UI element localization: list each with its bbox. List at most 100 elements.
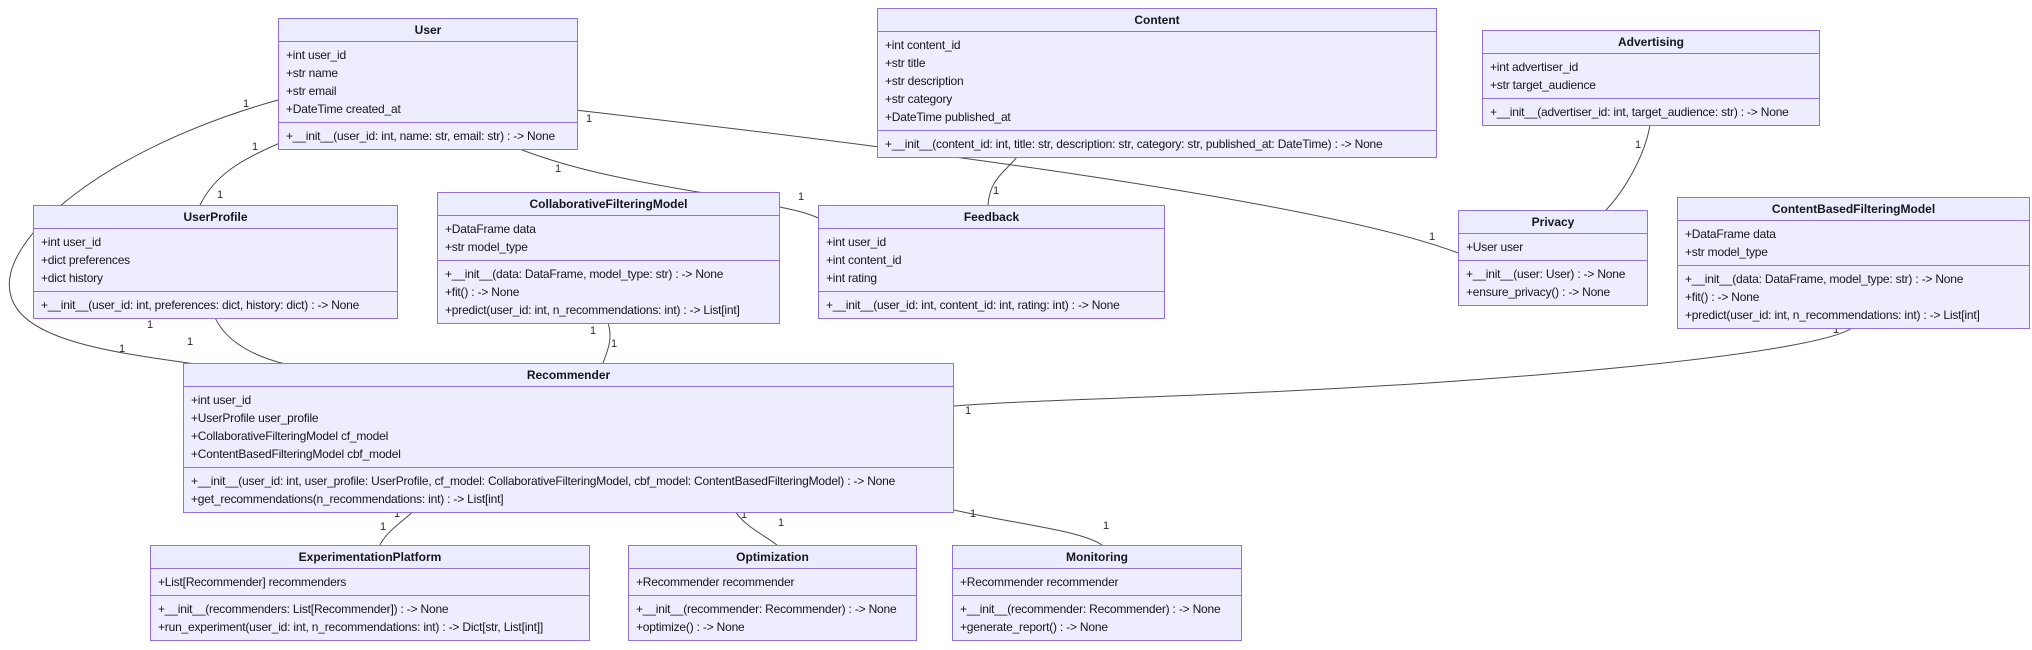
methods-section: +__init__(advertiser_id: int, target_aud… (1483, 99, 1819, 125)
method-row: +ensure_privacy() : -> None (1466, 285, 1611, 299)
attribute-row: +UserProfile user_profile (191, 411, 319, 425)
class-user[interactable]: User+int user_id+str name+str email+Date… (278, 18, 578, 150)
multiplicity-label: 1 (1103, 520, 1109, 532)
class-title: Advertising (1483, 31, 1819, 54)
method-row: +run_experiment(user_id: int, n_recommen… (158, 620, 544, 634)
edge-user-recommender (8, 99, 279, 365)
class-title: UserProfile (34, 206, 397, 229)
class-title: Monitoring (953, 546, 1241, 569)
method-row: +fit() : -> None (1685, 290, 1760, 304)
multiplicity-label: 1 (590, 325, 596, 337)
method-row: +__init__(recommender: Recommender) : ->… (960, 602, 1221, 616)
methods-section: +__init__(user_id: int, content_id: int,… (819, 292, 1164, 318)
class-optimization[interactable]: Optimization+Recommender recommender+__i… (628, 545, 917, 641)
class-experimentationplatform[interactable]: ExperimentationPlatform+List[Recommender… (150, 545, 590, 641)
attributes-section: +DataFrame data+str model_type (438, 216, 779, 261)
multiplicity-label: 1 (611, 338, 617, 350)
attributes-section: +int user_id+dict preferences+dict histo… (34, 229, 397, 292)
multiplicity-label: 1 (798, 191, 804, 203)
class-collaborativefilteringmodel[interactable]: CollaborativeFilteringModel+DataFrame da… (437, 192, 780, 324)
class-contentbasedfilteringmodel[interactable]: ContentBasedFilteringModel+DataFrame dat… (1677, 197, 2030, 329)
multiplicity-label: 1 (1429, 231, 1435, 243)
attribute-row: +str model_type (445, 240, 528, 254)
edge-collaborativefiltering-recommender (602, 322, 611, 364)
method-row: +__init__(data: DataFrame, model_type: s… (445, 267, 724, 281)
methods-section: +__init__(recommender: Recommender) : ->… (953, 596, 1241, 640)
attributes-section: +int content_id+str title+str descriptio… (878, 32, 1436, 131)
attributes-section: +Recommender recommender (629, 569, 916, 596)
attribute-row: +str target_audience (1490, 78, 1596, 92)
multiplicity-label: 1 (778, 517, 784, 529)
methods-section: +__init__(recommenders: List[Recommender… (151, 596, 589, 640)
methods-section: +__init__(user_id: int, preferences: dic… (34, 292, 397, 318)
attribute-row: +DateTime published_at (885, 110, 1011, 124)
edge-recommender-monitoring (953, 509, 1103, 546)
attributes-section: +int user_id+int content_id+int rating (819, 229, 1164, 292)
class-title: Content (878, 9, 1436, 32)
multiplicity-label: 1 (993, 185, 999, 197)
class-userprofile[interactable]: UserProfile+int user_id+dict preferences… (33, 205, 398, 319)
methods-section: +__init__(data: DataFrame, model_type: s… (438, 261, 779, 323)
attribute-row: +str email (286, 84, 337, 98)
class-title: CollaborativeFilteringModel (438, 193, 779, 216)
attribute-row: +DataFrame data (1685, 227, 1776, 241)
method-row: +__init__(content_id: int, title: str, d… (885, 137, 1383, 151)
class-title: ExperimentationPlatform (151, 546, 589, 569)
edge-advertising-privacy (1605, 124, 1651, 211)
method-row: +get_recommendations(n_recommendations: … (191, 492, 504, 506)
attributes-section: +DataFrame data +str model_type (1678, 221, 2029, 266)
class-feedback[interactable]: Feedback+int user_id+int content_id+int … (818, 205, 1165, 319)
attributes-section: +List[Recommender] recommenders (151, 569, 589, 596)
class-advertising[interactable]: Advertising +int advertiser_id +str target… (1482, 30, 1820, 126)
multiplicity-label: 1 (970, 508, 976, 520)
attribute-row: +int content_id (885, 38, 961, 52)
attribute-row: +int content_id (826, 253, 902, 267)
method-row: +__init__(user_id: int, name: str, email… (286, 129, 555, 143)
method-row: +__init__(user_id: int, user_profile: Us… (191, 474, 896, 488)
multiplicity-label: 1 (217, 189, 223, 201)
multiplicity-label: 1 (243, 98, 249, 110)
methods-section: +__init__(user_id: int, name: str, email… (279, 123, 577, 149)
attribute-row: +ContentBasedFilteringModel cbf_model (191, 447, 401, 461)
edge-user-userprofile (199, 142, 281, 206)
methods-section: +__init__(recommender: Recommender) : ->… (629, 596, 916, 640)
method-row: +predict(user_id: int, n_recommendations… (445, 303, 740, 317)
attributes-section: +int user_id+str name+str email+DateTime… (279, 42, 577, 123)
class-monitoring[interactable]: Monitoring +Recommender recommender +__ini… (952, 545, 1242, 641)
method-row: +__init__(data: DataFrame, model_type: s… (1685, 272, 1964, 286)
attribute-row: +str model_type (1685, 245, 1768, 259)
attributes-section: +User user (1459, 234, 1647, 261)
attribute-row: +CollaborativeFilteringModel cf_model (191, 429, 389, 443)
edge-contentbasedfiltering-recommender (953, 324, 1856, 407)
attribute-row: +int user_id (41, 235, 101, 249)
class-content[interactable]: Content+int content_id+str title+str des… (877, 8, 1437, 158)
method-row: +__init__(user_id: int, preferences: dic… (41, 298, 360, 312)
methods-section: +__init__(data: DataFrame, model_type: s… (1678, 266, 2029, 328)
multiplicity-label: 1 (741, 509, 747, 521)
method-row: +fit() : -> None (445, 285, 520, 299)
class-privacy[interactable]: Privacy+User user+__init__(user: User) :… (1458, 210, 1648, 306)
attribute-row: +Recommender recommender (960, 575, 1119, 589)
attribute-row: +dict history (41, 271, 103, 285)
class-title: Privacy (1459, 211, 1647, 234)
multiplicity-label: 1 (1635, 139, 1641, 151)
multiplicity-label: 1 (252, 141, 258, 153)
attribute-row: +User user (1466, 240, 1524, 254)
edge-user-privacy (574, 109, 1459, 254)
multiplicity-label: 1 (119, 343, 125, 355)
attribute-row: +str category (885, 92, 953, 106)
multiplicity-label: 1 (555, 163, 561, 175)
method-row: +generate_report() : -> None (960, 620, 1108, 634)
edge-userprofile-recommender (213, 314, 286, 365)
attribute-row: +str name (286, 66, 338, 80)
class-recommender[interactable]: Recommender+int user_id+UserProfile user… (183, 363, 954, 513)
class-title: Feedback (819, 206, 1164, 229)
class-title: Recommender (184, 364, 953, 387)
multiplicity-label: 1 (380, 521, 386, 533)
multiplicity-label: 1 (187, 336, 193, 348)
attribute-row: +int advertiser_id (1490, 60, 1579, 74)
method-row: +predict(user_id: int, n_recommendations… (1685, 308, 1980, 322)
multiplicity-label: 1 (586, 113, 592, 125)
multiplicity-label: 1 (1833, 324, 1839, 336)
